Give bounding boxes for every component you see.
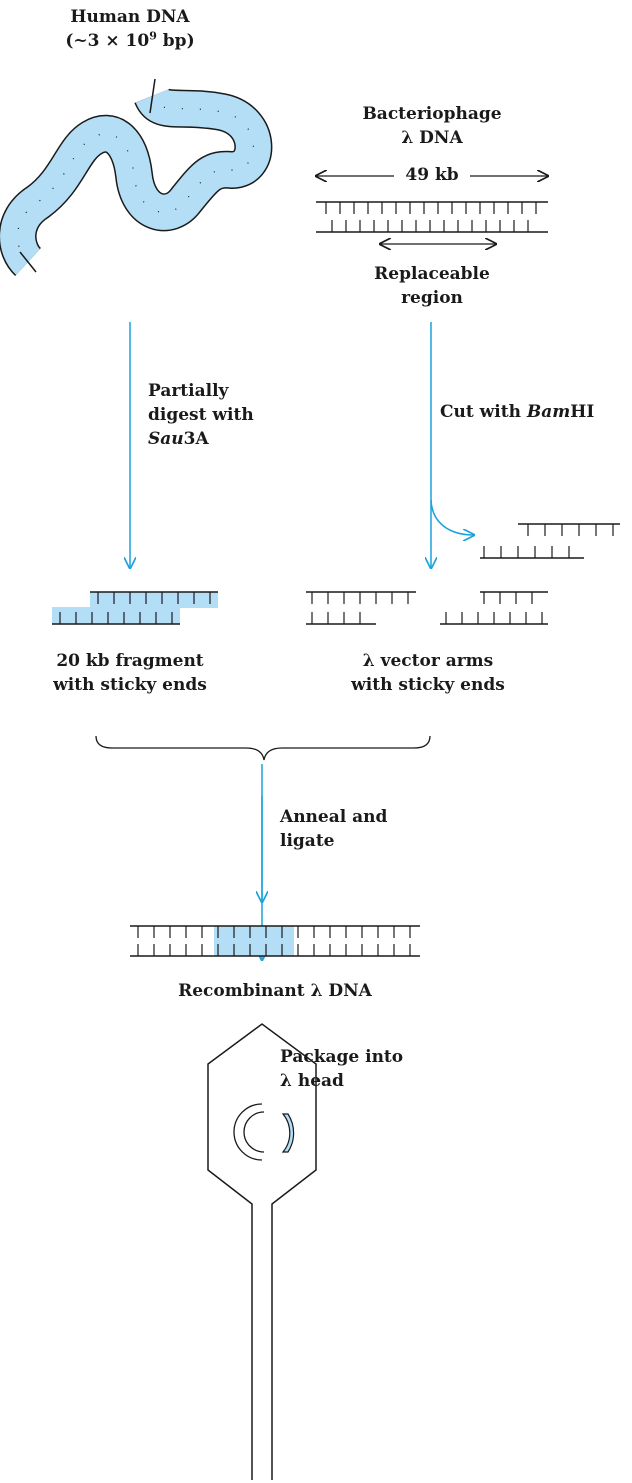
anneal-label-2: ligate <box>280 831 335 851</box>
package-label-1: Package into <box>280 1047 404 1067</box>
recombinant-dna <box>130 925 420 957</box>
digest-label-2: digest with <box>148 405 254 425</box>
lambda-dna-label-1: Bacteriophage <box>362 104 502 124</box>
cut-label: Cut with BamHI <box>440 402 595 422</box>
human-fragment <box>52 591 218 625</box>
digest-label-1: Partially <box>148 381 229 401</box>
digest-enzyme-label: Sau3A <box>148 429 209 449</box>
replaceable-label-1: Replaceable <box>374 264 490 284</box>
human-dna-ribbon <box>0 78 273 276</box>
phage-particle <box>207 1023 317 1480</box>
lambda-length-label: 49 kb <box>405 165 459 185</box>
package-label-2: λ head <box>280 1071 344 1091</box>
lambda-dna-label-2: λ DNA <box>401 128 463 148</box>
arrow-cut-branch <box>430 499 474 535</box>
fragment-label-1: 20 kb fragment <box>56 651 204 671</box>
human-dna-size: (~3 × 109 bp) <box>65 29 195 51</box>
vector-arms <box>306 591 548 625</box>
human-dna-title: Human DNA <box>70 7 190 27</box>
arms-label-1: λ vector arms <box>362 651 494 671</box>
arms-label-2: with sticky ends <box>351 675 505 695</box>
recombinant-label: Recombinant λ DNA <box>178 981 372 1001</box>
join-brace <box>95 735 431 761</box>
fragment-label-2: with sticky ends <box>53 675 207 695</box>
anneal-label-1: Anneal and <box>280 807 388 827</box>
stuffer-fragment <box>480 523 620 559</box>
replaceable-label-2: region <box>401 288 463 308</box>
lambda-dna-duplex <box>316 201 548 233</box>
